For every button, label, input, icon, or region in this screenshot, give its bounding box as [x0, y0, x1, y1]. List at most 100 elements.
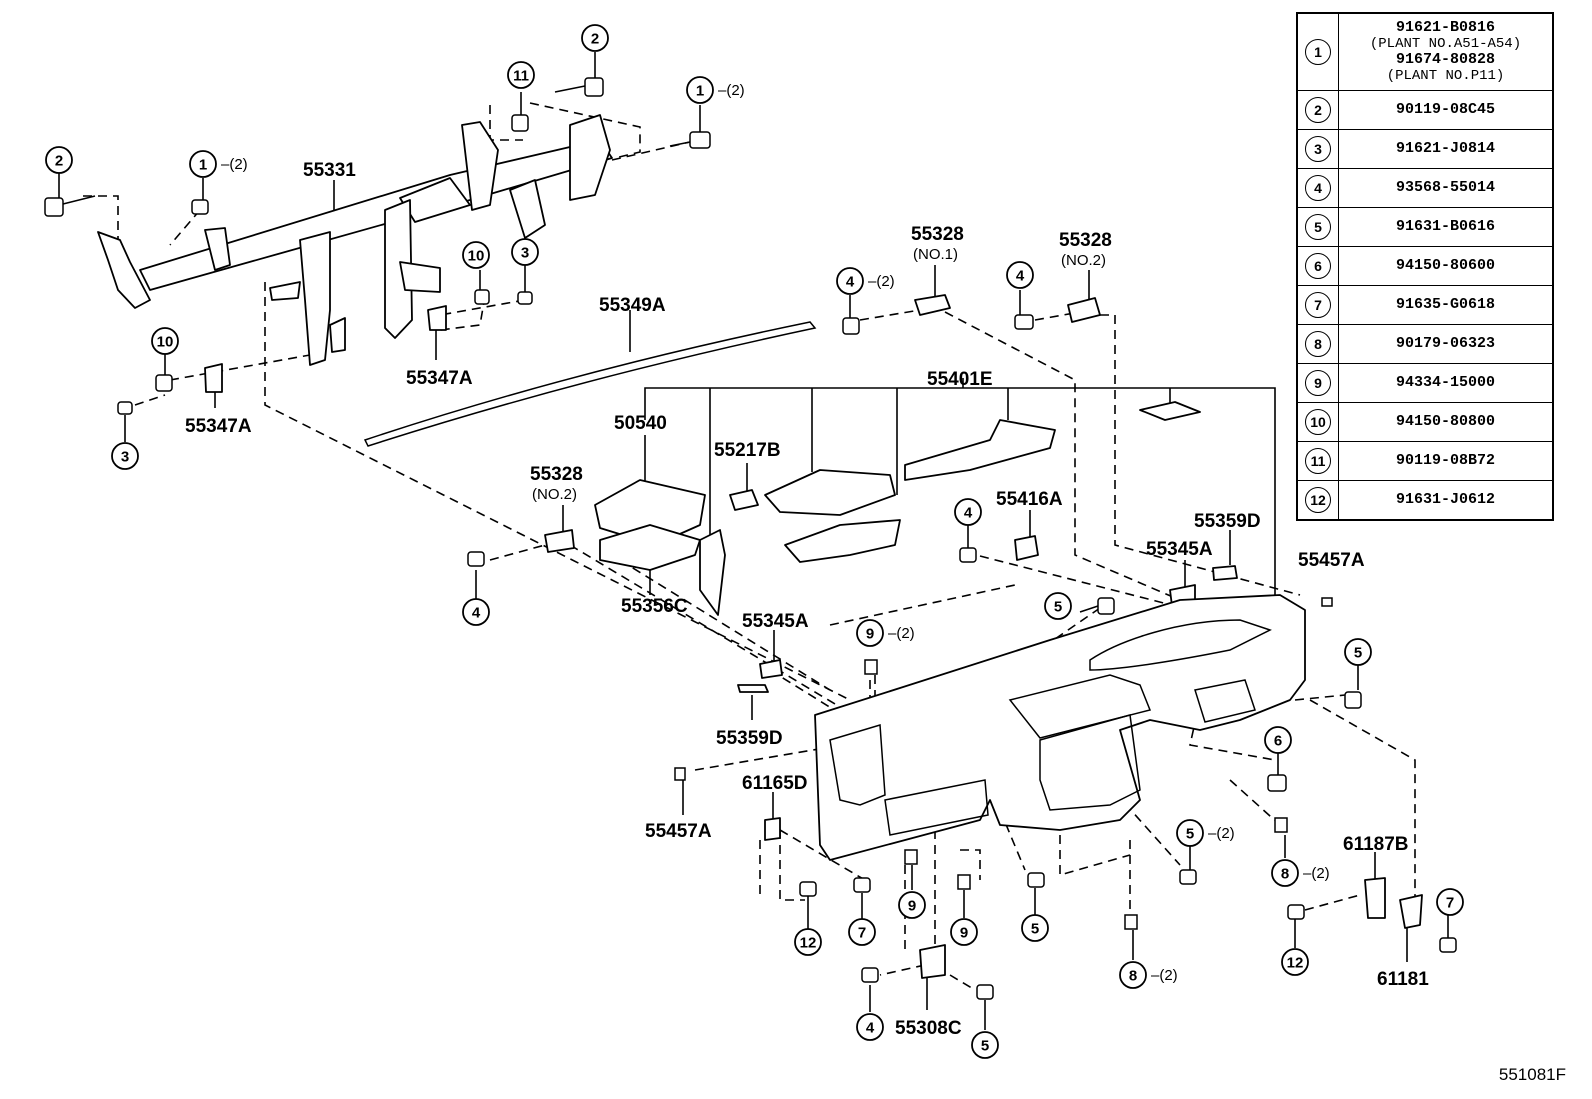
callout-number: 2 — [591, 31, 599, 48]
table-key-circle: 2 — [1305, 97, 1331, 123]
callout-4: 4 — [954, 498, 982, 526]
table-key-circle: 6 — [1305, 253, 1331, 279]
label-61181: 61181 — [1377, 969, 1429, 990]
callout-number: 3 — [121, 449, 129, 466]
label-55345a: 55345A — [742, 611, 809, 632]
label-55328-no2: 55328 — [530, 464, 583, 485]
table-key-cell: 3 — [1296, 129, 1339, 169]
label-55328-no1: 55328 — [911, 224, 964, 245]
leader-lines — [58, 52, 1449, 1030]
callout-number: 9 — [960, 925, 968, 942]
callout-6: 6 — [1264, 726, 1292, 754]
table-key-circle: 7 — [1305, 292, 1331, 318]
label-55345a: 55345A — [1146, 539, 1213, 560]
table-part-number-cell: 94150-80800 — [1338, 402, 1554, 442]
table-part-number: 91631-B0616 — [1395, 218, 1496, 235]
callout-quantity: –(2) — [221, 156, 248, 173]
callout-4: 4 — [462, 598, 490, 626]
label-55416a: 55416A — [996, 489, 1063, 510]
table-row: 12 91631-J0612 — [1296, 480, 1554, 521]
instrument-panel — [814, 594, 1306, 861]
label-55328-no2-sub: (NO.2) — [532, 486, 577, 503]
fasteners — [44, 77, 1457, 1000]
label-50540: 50540 — [614, 413, 667, 434]
callout-12: 12 — [794, 928, 822, 956]
callout-number: 4 — [472, 605, 481, 622]
table-key-cell: 7 — [1296, 285, 1339, 325]
callout-5: 5 — [1344, 638, 1372, 666]
callout-quantity: –(2) — [1303, 865, 1330, 882]
table-key-cell: 5 — [1296, 207, 1339, 247]
table-part-number: 91621-J0814 — [1395, 140, 1496, 157]
callout-number: 5 — [981, 1038, 989, 1055]
callout-number: 6 — [1274, 733, 1282, 750]
callout-number: 5 — [1054, 599, 1062, 616]
callout-number: 12 — [1287, 955, 1304, 972]
table-key-circle: 1 — [1305, 39, 1331, 65]
table-part-number: 90119-08B72 — [1395, 452, 1496, 469]
callout-5: 5 — [1021, 914, 1049, 942]
table-key-cell: 12 — [1296, 480, 1339, 521]
table-key-circle: 5 — [1305, 214, 1331, 240]
callout-number: 2 — [55, 153, 63, 170]
table-part-number: 94334-15000 — [1395, 374, 1496, 391]
table-row: 9 94334-15000 — [1296, 363, 1554, 403]
table-part-number-cell: 94334-15000 — [1338, 363, 1554, 403]
table-part-number-cell: 90119-08B72 — [1338, 441, 1554, 481]
diagram-code: 551081F — [1498, 1065, 1566, 1084]
callout-2: 2 — [45, 146, 73, 174]
table-key-cell: 8 — [1296, 324, 1339, 364]
callout-number: 8 — [1129, 968, 1137, 985]
callout-number: 4 — [866, 1020, 875, 1037]
callout-number: 1 — [199, 157, 207, 174]
table-part-number: 91621-B0816 — [1395, 19, 1496, 36]
label-55328-no2: 55328 — [1059, 230, 1112, 251]
table-part-number-cell: 90179-06323 — [1338, 324, 1554, 364]
callout-3: 3 — [111, 442, 139, 470]
table-row: 3 91621-J0814 — [1296, 129, 1554, 169]
table-row: 5 91631-B0616 — [1296, 207, 1554, 247]
fastener-reference-table: 1 91621-B0816(PLANT NO.A51-A54)91674-8082… — [1296, 12, 1554, 521]
table-part-number: 93568-55014 — [1395, 179, 1496, 196]
callout-3: 3 — [511, 238, 539, 266]
callout-number: 1 — [696, 83, 704, 100]
callout-5: 5–(2) — [1176, 819, 1235, 847]
callout-5: 5 — [971, 1031, 999, 1059]
callout-5: 5 — [1044, 592, 1072, 620]
callout-9: 9–(2) — [856, 619, 915, 647]
table-row: 8 90179-06323 — [1296, 324, 1554, 364]
callout-1: 1 –(2) — [189, 150, 248, 178]
table-key-cell: 9 — [1296, 363, 1339, 403]
label-55359d: 55359D — [1194, 511, 1261, 532]
callout-number: 12 — [800, 935, 817, 952]
callout-number: 7 — [1446, 895, 1454, 912]
table-part-number: (PLANT NO.A51-A54) — [1369, 36, 1522, 52]
callout-quantity: –(2) — [888, 625, 915, 642]
table-part-number: 91631-J0612 — [1395, 491, 1496, 508]
table-key-circle: 10 — [1305, 409, 1331, 435]
callout-number: 3 — [521, 245, 529, 262]
callout-4: 4 — [1006, 261, 1034, 289]
part-labels: 55331 55347A 55347A 55349A 55328 (NO.1) … — [185, 160, 1429, 1039]
callout-number: 5 — [1354, 645, 1362, 662]
label-55349a: 55349A — [599, 295, 666, 316]
callout-number: 5 — [1186, 826, 1194, 843]
table-part-number-cell: 91621-B0816(PLANT NO.A51-A54)91674-80828… — [1338, 12, 1554, 91]
callout-10: 10 — [462, 241, 490, 269]
callout-number: 10 — [157, 334, 174, 351]
table-key-circle: 12 — [1305, 487, 1331, 513]
label-55457a: 55457A — [645, 821, 712, 842]
label-55347a: 55347A — [185, 416, 252, 437]
table-key-circle: 9 — [1305, 370, 1331, 396]
reinforcement-beam — [97, 114, 613, 366]
callout-number: 10 — [468, 248, 485, 265]
panel-parts — [363, 321, 1201, 616]
callout-1: 1–(2) — [686, 76, 745, 104]
callout-number: 7 — [858, 925, 866, 942]
table-part-number: 91674-80828 — [1395, 51, 1496, 68]
table-part-number: 90179-06323 — [1395, 335, 1496, 352]
